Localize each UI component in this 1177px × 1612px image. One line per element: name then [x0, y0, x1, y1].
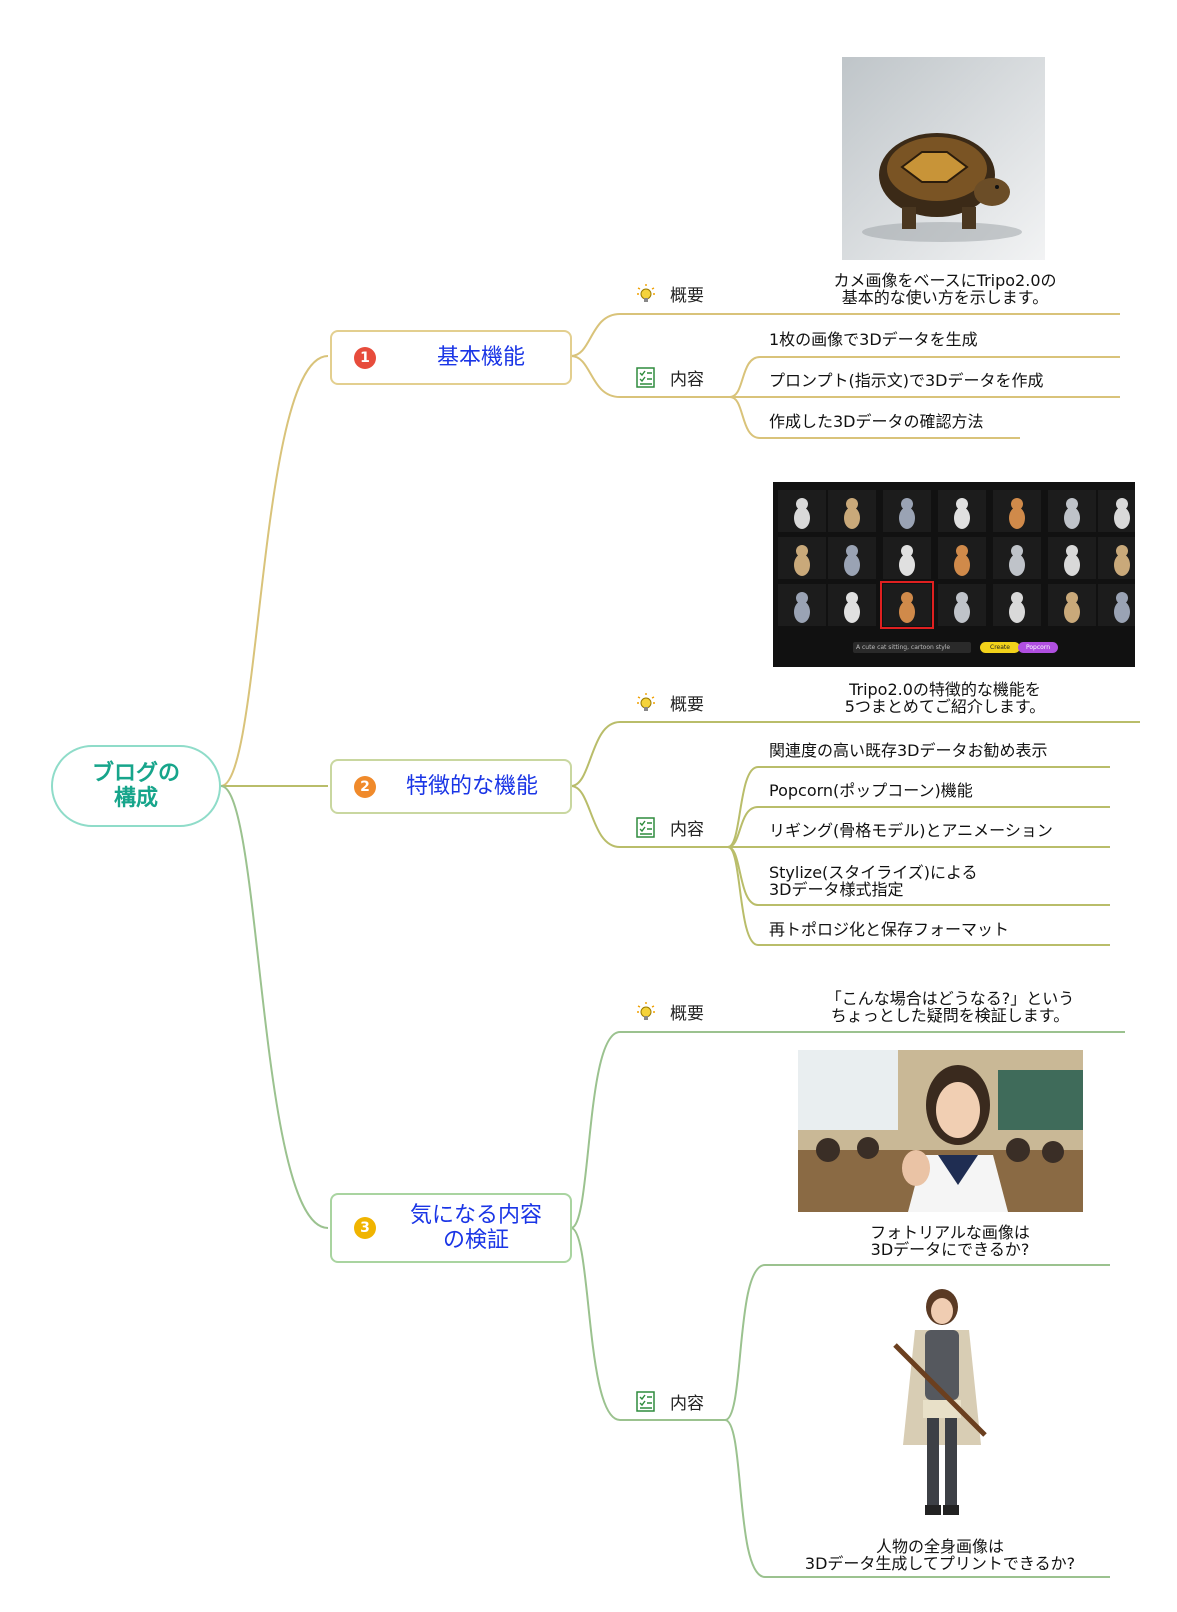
checklist-icon	[636, 366, 655, 388]
content-item: 再トポロジ化と保存フォーマット	[769, 920, 1010, 939]
overview-text-1: カメ画像をベースにTripo2.0の基本的な使い方を示します。	[833, 271, 1057, 307]
content-label-1: 内容	[636, 365, 704, 390]
content-item: プロンプト(指示文)で3Dデータを作成	[769, 371, 1044, 390]
overview-label-3: 概要	[636, 999, 704, 1024]
number-badge-2: 2	[354, 775, 376, 798]
cat-model-thumbnail	[938, 584, 986, 626]
cat-model-thumbnail	[993, 584, 1041, 626]
overview-text-3: 「こんな場合はどうなる?」というちょっとした疑問を検証します。	[825, 989, 1075, 1025]
cat-model-thumbnail	[938, 537, 986, 579]
topic-title: 特徴的な機能	[405, 774, 538, 799]
number-badge-3: 3	[354, 1217, 376, 1239]
content-item: リギング(骨格モデル)とアニメーション	[769, 821, 1053, 840]
lightbulb-icon	[637, 1001, 655, 1020]
prompt-input: A cute cat sitting, cartoon style	[853, 642, 971, 653]
cat-model-thumbnail	[1048, 537, 1096, 579]
lightbulb-icon	[637, 283, 655, 302]
cat-model-thumbnail	[1048, 490, 1096, 532]
root-node[interactable]: ブログの 構成	[51, 745, 221, 827]
cat-model-thumbnail	[1098, 537, 1135, 579]
content-item: 1枚の画像で3Dデータを生成	[769, 330, 978, 349]
content-item: 作成した3Dデータの確認方法	[769, 412, 984, 431]
content-label-3: 内容	[636, 1389, 704, 1414]
cat-grid	[778, 490, 1135, 629]
number-badge-1: 1	[354, 346, 376, 369]
topic-title: 基本機能	[436, 345, 525, 370]
cat-model-thumbnail	[938, 490, 986, 532]
cat-model-thumbnail	[828, 584, 876, 626]
topic-characteristic-features[interactable]: 2 特徴的な機能	[330, 759, 572, 814]
cat-model-thumbnail	[883, 537, 931, 579]
cat-model-thumbnail	[778, 490, 826, 532]
overview-label-1: 概要	[636, 281, 704, 306]
cat-model-thumbnail	[880, 581, 934, 629]
cat-model-thumbnail	[1098, 490, 1135, 532]
cat-model-thumbnail	[828, 490, 876, 532]
classroom-student-photo	[798, 1050, 1083, 1212]
cat-model-gallery-screenshot: A cute cat sitting, cartoon style Create…	[773, 482, 1135, 667]
cat-model-thumbnail	[993, 490, 1041, 532]
cat-model-thumbnail	[778, 584, 826, 626]
create-button: Create	[980, 642, 1020, 653]
topic-basic-features[interactable]: 1 基本機能	[330, 330, 572, 385]
lightbulb-icon	[637, 692, 655, 711]
cat-model-thumbnail	[883, 490, 931, 532]
tortoise-photo	[842, 57, 1045, 260]
cat-model-thumbnail	[993, 537, 1041, 579]
overview-label-2: 概要	[636, 690, 704, 715]
topic-verification[interactable]: 3 気になる内容 の検証	[330, 1193, 572, 1263]
topic-title-line1: 気になる内容	[409, 1203, 542, 1228]
content-item: 関連度の高い既存3Dデータお勧め表示	[769, 741, 1048, 760]
cat-model-thumbnail	[778, 537, 826, 579]
cat-model-thumbnail	[1098, 584, 1135, 626]
checklist-icon	[636, 1390, 655, 1412]
popcorn-button: Popcorn	[1018, 642, 1058, 653]
cat-model-thumbnail	[1048, 584, 1096, 626]
root-label-line1: ブログの	[91, 761, 180, 786]
content-item: Popcorn(ポップコーン)機能	[769, 781, 973, 800]
checklist-icon	[636, 816, 655, 838]
content-label-2: 内容	[636, 815, 704, 840]
root-label-line2: 構成	[113, 786, 158, 811]
topic-title-line2: の検証	[442, 1228, 509, 1253]
cat-model-thumbnail	[828, 537, 876, 579]
armored-woman-figure	[885, 1285, 1000, 1525]
